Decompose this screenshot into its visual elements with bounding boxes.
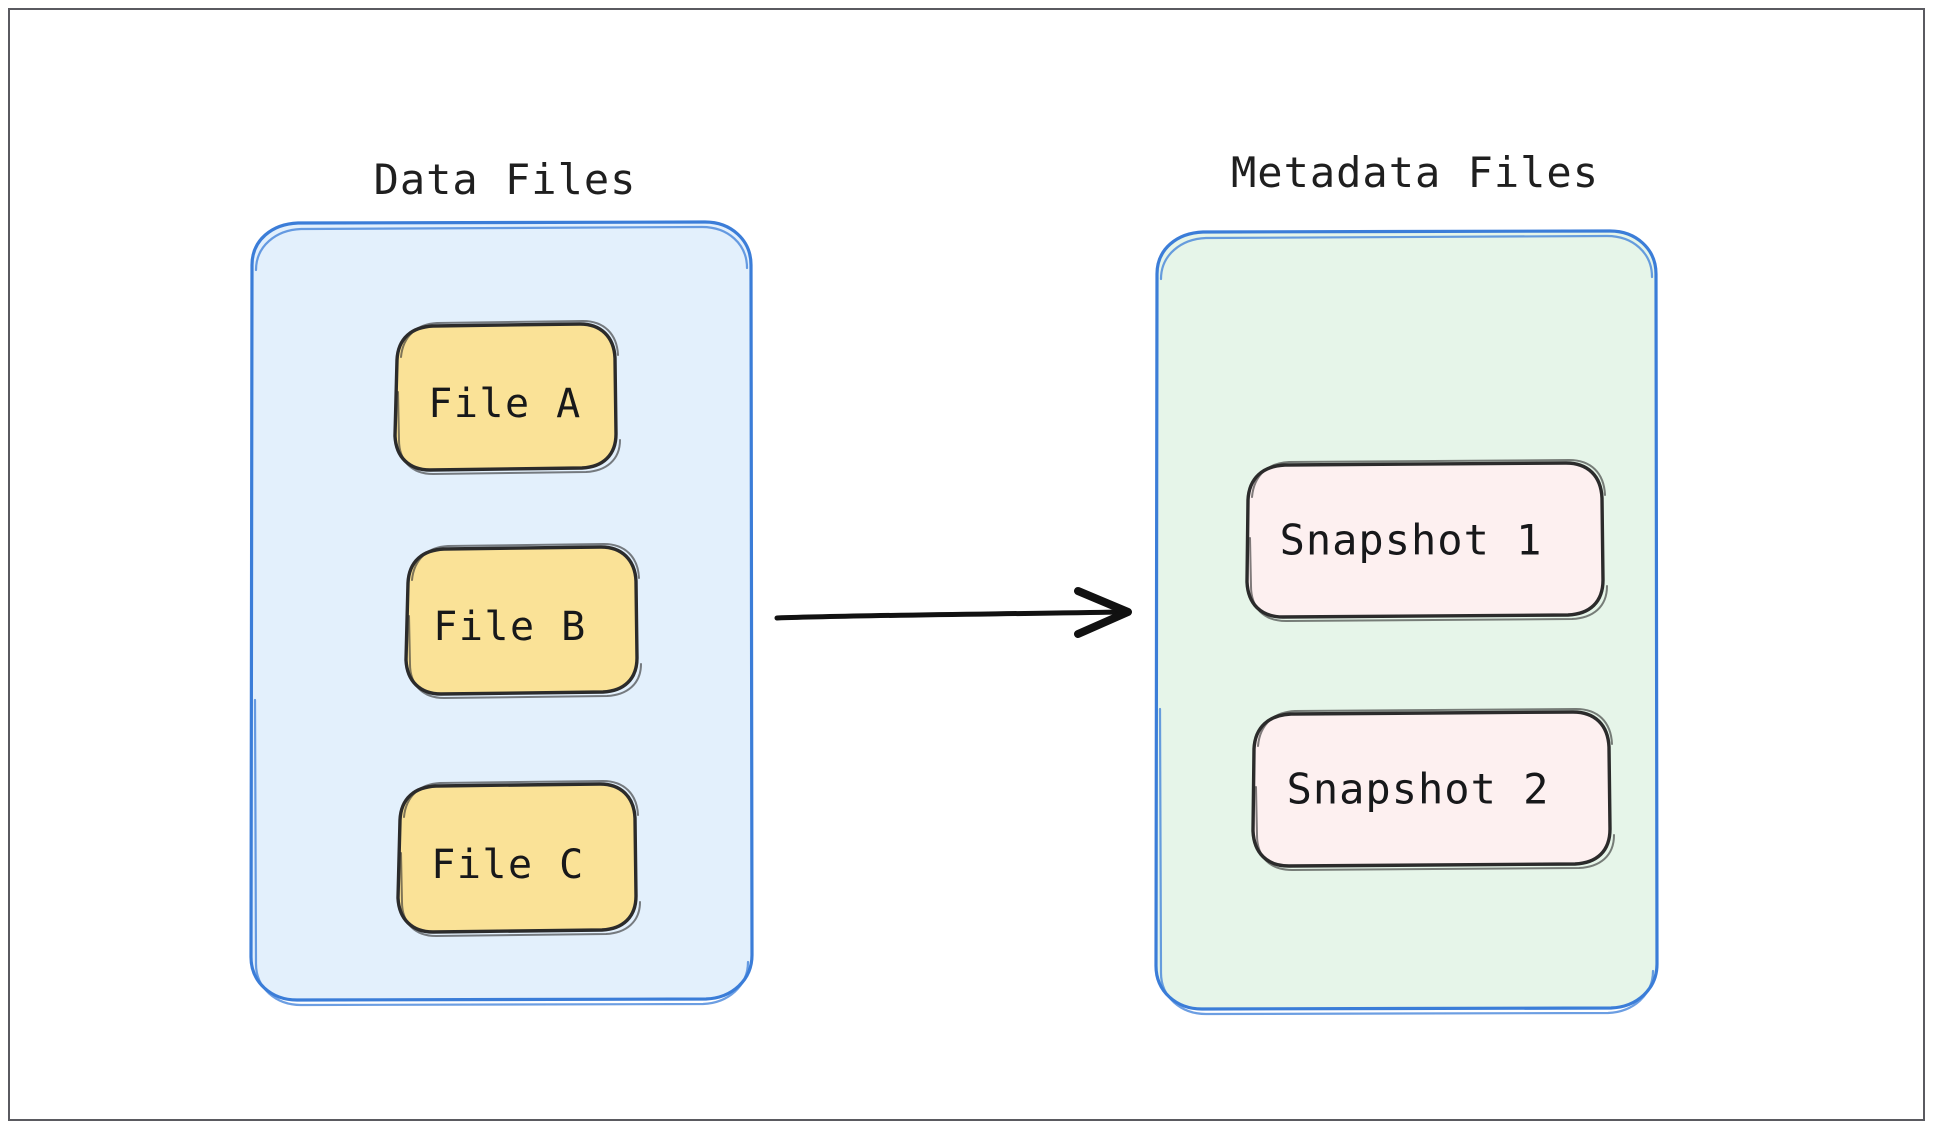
node-label-file-b: File B	[433, 604, 587, 650]
node-label-snapshot-1: Snapshot 1	[1279, 515, 1543, 565]
node-label-file-a: File A	[428, 381, 582, 427]
node-label-file-c: File C	[431, 842, 585, 888]
group-title-data-files: Data Files	[373, 155, 637, 204]
group-title-metadata-files: Metadata Files	[1230, 148, 1600, 197]
node-label-snapshot-2: Snapshot 2	[1286, 764, 1550, 814]
page-frame	[8, 8, 1925, 1121]
